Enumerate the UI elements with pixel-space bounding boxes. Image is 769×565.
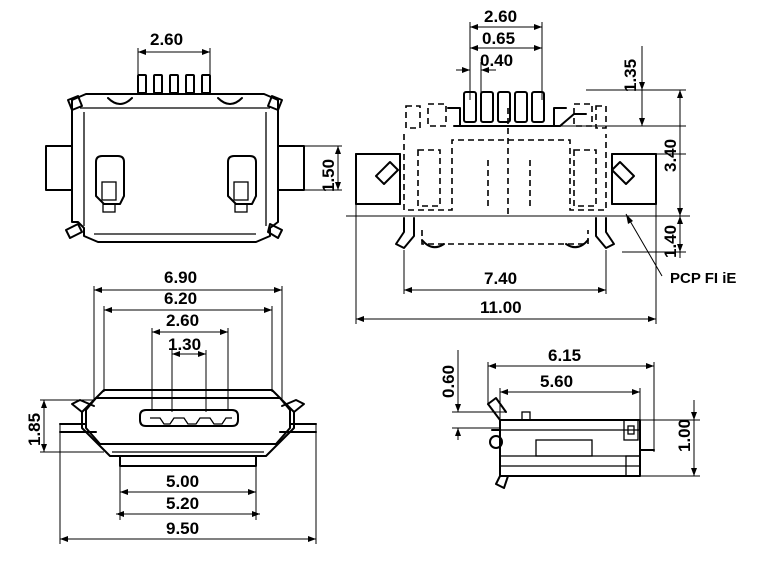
pcb-callout-label: PCP FI iE (670, 270, 736, 287)
side-view-top-offset-label: 1.35 (621, 59, 640, 92)
profile-view-body (499, 419, 641, 477)
side-view-inner-width-label: 7.40 (484, 269, 517, 288)
front-view-bottom-outer-label: 5.20 (166, 494, 199, 513)
front-view-outer-top-label: 6.90 (164, 268, 197, 287)
side-view-body (403, 134, 607, 211)
left-tab (45, 145, 73, 191)
top-view-tab-height-label: 1.50 (319, 159, 338, 192)
side-view-overall-width-label: 11.00 (480, 298, 522, 317)
profile-view: 6.15 5.60 0.60 1.00 (439, 346, 700, 489)
front-view: 6.90 6.20 2.60 1.30 1.85 (25, 268, 317, 544)
side-view-body-height-label: 3.40 (661, 139, 680, 172)
profile-view-inner-length-label: 5.60 (540, 372, 573, 391)
top-view: 2.60 1.50 (45, 30, 342, 243)
left-latch (95, 155, 125, 205)
side-view-lower-offset-label: 1.40 (661, 225, 680, 258)
front-view-slot (139, 409, 239, 427)
front-view-overall-label: 9.50 (166, 519, 199, 538)
front-view-inner-top-label: 6.20 (164, 289, 197, 308)
side-view: 2.60 0.65 0.40 (346, 7, 736, 324)
front-view-slot-inner-label: 1.30 (168, 335, 201, 354)
front-view-slot-width-label: 2.60 (166, 311, 199, 330)
top-view-pin-span-label: 2.60 (150, 30, 183, 49)
profile-view-offset-label: 0.60 (439, 365, 458, 398)
side-view-pin-span-label: 2.60 (484, 7, 517, 26)
right-latch (227, 155, 257, 205)
top-view-pins (137, 74, 211, 94)
front-view-bottom-inner-label: 5.00 (166, 472, 199, 491)
top-view-body (71, 93, 279, 243)
profile-view-height-label: 1.00 (675, 419, 694, 452)
side-view-pitch-label: 0.65 (482, 29, 515, 48)
profile-view-length-label: 6.15 (548, 346, 581, 365)
front-view-height-label: 1.85 (25, 413, 44, 446)
right-tab (277, 145, 305, 191)
side-view-pin-width-label: 0.40 (480, 51, 513, 70)
side-view-pins (463, 91, 545, 123)
